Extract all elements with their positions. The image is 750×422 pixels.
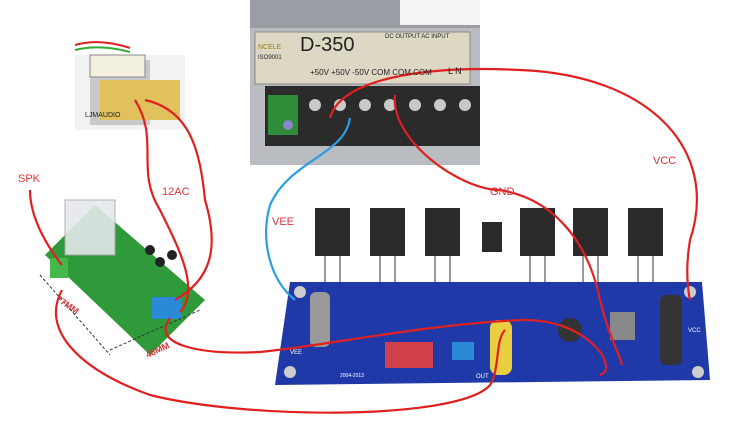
amp-year: 2004-2013 [340,373,364,379]
wires [28,67,698,414]
label-12ac: 12AC [162,186,190,198]
vcc-wire [328,67,698,301]
psu-model: D-350 [300,34,355,56]
amplifier-board [275,282,710,385]
amp-vcc-pad: VCC [688,328,701,334]
power-supply [250,0,480,165]
psu-spec: DC OUTPUT AC INPUT [385,34,450,40]
input-wire [164,317,608,377]
ac-wire-2 [134,99,190,313]
power-transistors [315,208,663,285]
amp-vee-pad: VEE [290,350,303,356]
gnd-wire [393,94,624,366]
psu-ac-terminals: L N [448,66,462,76]
amp-out-pad: OUT [476,374,489,380]
psu-brand: NCELE [258,44,282,51]
label-spk: SPK [18,173,41,185]
speaker-protection-board [39,199,205,356]
label-gnd: GND [490,186,515,198]
label-vee: VEE [272,216,295,228]
transformer-maker: LJMAUDIO [85,112,121,119]
psu-terminals: +50V +50V -50V COM COM COM [310,68,432,77]
vee-wire [265,117,352,301]
ac-wire-1 [144,98,213,301]
psu-cert: ISO9001 [258,55,282,61]
spk-wire [28,189,63,266]
out-wire [54,289,506,414]
label-vcc: VCC [653,155,677,167]
transformer [74,41,185,130]
